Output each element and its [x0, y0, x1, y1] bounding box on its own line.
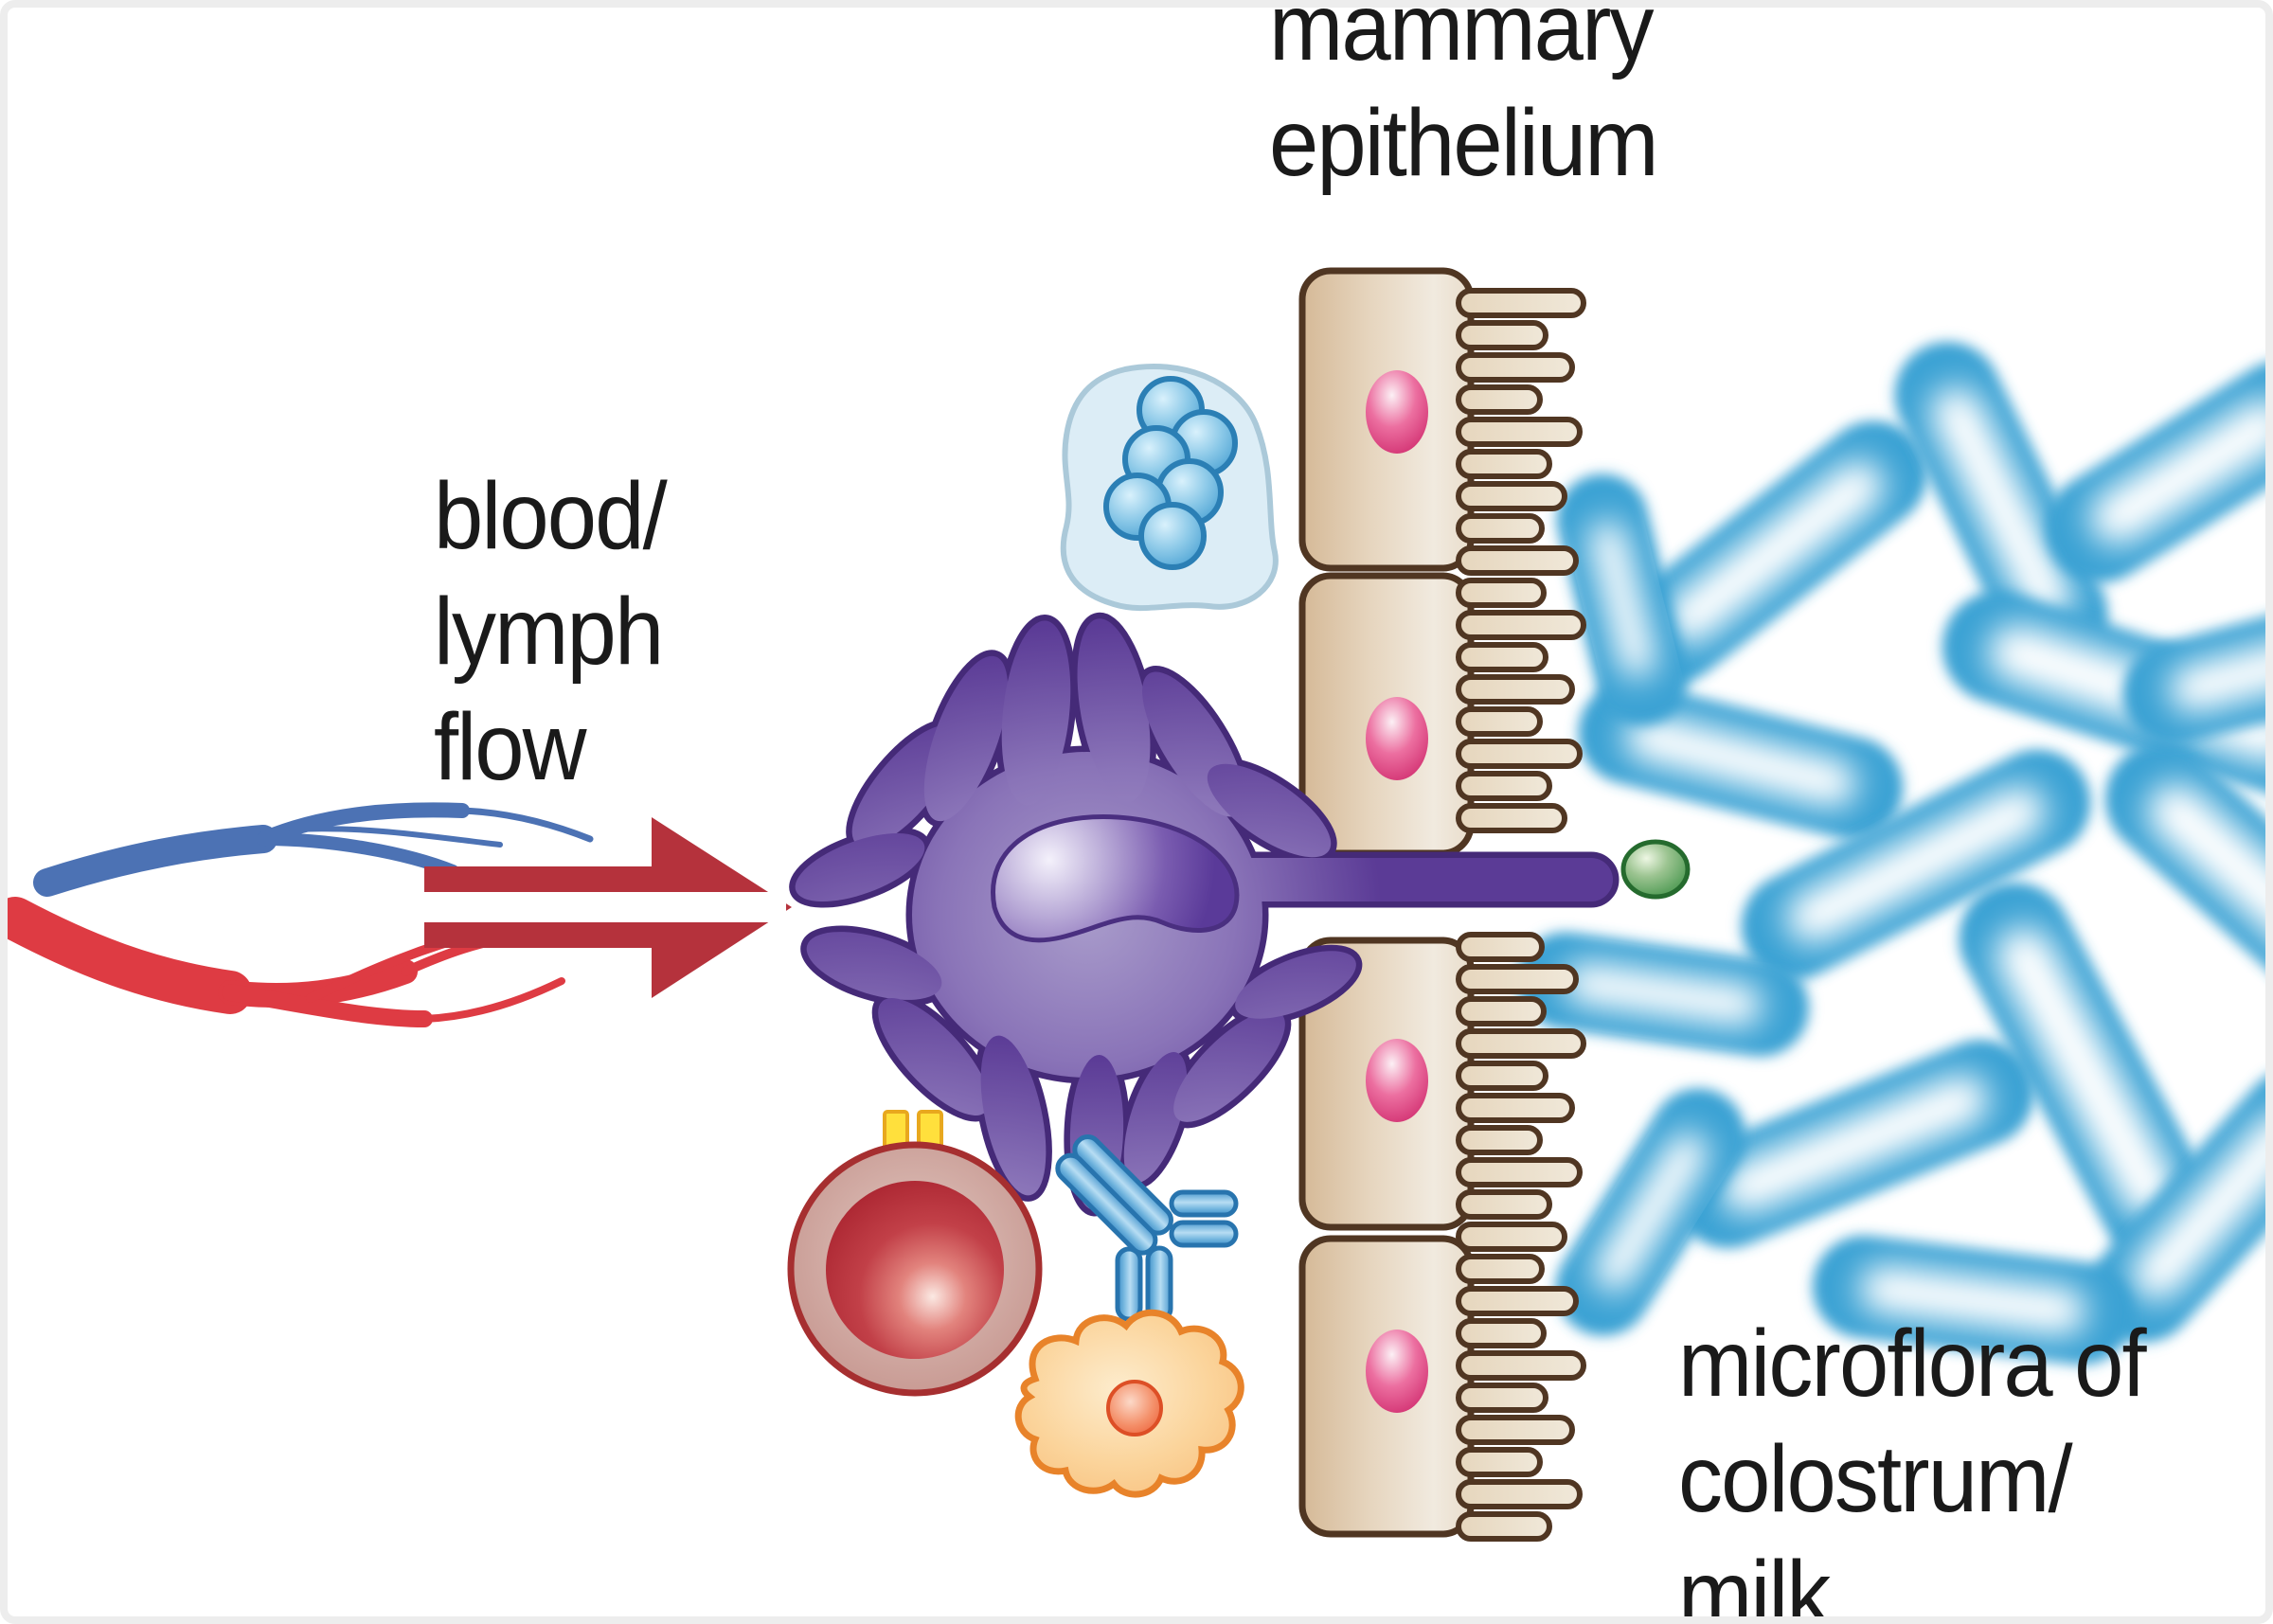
antibody — [1055, 1134, 1239, 1323]
microvillus — [1456, 674, 1575, 705]
dendritic-cell-nucleus — [991, 814, 1240, 943]
microvillus — [1456, 513, 1545, 544]
microvillus — [1456, 771, 1552, 801]
microflora-rod — [1959, 882, 2214, 1264]
blood-vessel-vein — [33, 802, 594, 897]
microflora-rod — [1674, 1040, 2034, 1248]
microvillus — [1456, 642, 1548, 672]
microvillus — [1456, 706, 1543, 737]
microflora-rod — [1620, 420, 1927, 684]
microvillus — [1456, 1383, 1548, 1413]
microvillus — [1456, 1350, 1586, 1381]
diagram-artwork — [8, 267, 2265, 1542]
label-line: lymph — [434, 579, 664, 685]
dendritic-cell — [789, 612, 1620, 1217]
microvillus — [1456, 1254, 1545, 1284]
microflora-rod — [2090, 1068, 2265, 1343]
flow-arrow — [419, 817, 792, 998]
microvillus — [1456, 1286, 1579, 1316]
microvillus — [1456, 1028, 1586, 1059]
microvillus — [1456, 481, 1567, 511]
lymphocyte — [787, 1110, 1043, 1397]
microflora-rod — [1812, 1235, 2134, 1365]
sampled-bacterium — [1620, 839, 1691, 900]
microvillus — [1456, 288, 1586, 318]
cell-nucleus — [1366, 1039, 1428, 1122]
blood-vessel-artery — [8, 897, 565, 1027]
microflora-rod — [2046, 360, 2265, 583]
label-blood-lymph-flow: blood/ lymph flow — [434, 458, 668, 805]
microvilli — [1456, 288, 1586, 1542]
label-line: microflora of — [1678, 1311, 2147, 1417]
microvillus — [1456, 1511, 1552, 1542]
microvillus — [1456, 1447, 1543, 1477]
microvillus — [1456, 1222, 1567, 1252]
macrophage — [1014, 1309, 1244, 1498]
microvillus — [1456, 449, 1552, 479]
cell-nucleus — [1366, 697, 1428, 780]
microvillus — [1456, 417, 1583, 447]
label-line: epithelium — [1269, 90, 1659, 196]
microvillus — [1456, 964, 1579, 994]
label-microflora-colostrum-milk: microflora of colostrum/ milk — [1678, 1306, 2147, 1624]
microvillus — [1456, 739, 1583, 769]
microvillus — [1456, 320, 1548, 350]
lymphocyte-nucleus — [826, 1181, 1004, 1359]
microvillus — [1456, 1061, 1548, 1091]
microvillus — [1456, 352, 1575, 383]
microvillus — [1456, 996, 1547, 1026]
bacteria-vesicle — [1060, 364, 1279, 612]
microflora-rod — [1517, 932, 1809, 1057]
label-line: mammary — [1269, 0, 1654, 80]
cell-nucleus — [1366, 370, 1428, 454]
microflora-rod — [1894, 342, 2108, 668]
label-line: colostrum/ — [1678, 1426, 2073, 1532]
coccus-bacterium — [1138, 502, 1207, 570]
microvillus — [1456, 545, 1579, 576]
microvillus — [1456, 1479, 1583, 1509]
cocci-cluster — [1103, 376, 1238, 570]
microvillus — [1456, 803, 1567, 833]
microflora-rod — [1741, 749, 2091, 980]
microflora-rod — [2122, 596, 2265, 745]
microflora-rod-cluster — [1517, 342, 2265, 1365]
macrophage-nucleus — [1106, 1380, 1163, 1437]
label-line: milk — [1678, 1542, 1831, 1624]
cell-nucleus — [1366, 1330, 1428, 1413]
microvillus — [1456, 1189, 1552, 1220]
microvillus — [1456, 1318, 1547, 1348]
microvillus — [1456, 1157, 1583, 1187]
label-line: blood/ — [434, 463, 668, 569]
microvillus — [1456, 932, 1545, 962]
microvillus — [1456, 610, 1586, 640]
microvillus — [1456, 1415, 1575, 1445]
microvillus — [1456, 1093, 1575, 1123]
microflora-rod — [1555, 1088, 1746, 1336]
microvillus — [1456, 578, 1547, 608]
microflora-rod — [1556, 473, 1689, 725]
mammary-epithelium — [1298, 267, 1475, 1538]
microflora-rod — [2105, 742, 2265, 1053]
microvillus — [1456, 384, 1543, 415]
label-mammary-epithelium: mammary epithelium — [1269, 0, 1659, 201]
microvillus — [1456, 1125, 1543, 1155]
epithelial-nuclei — [1366, 370, 1428, 1413]
label-line: flow — [434, 694, 587, 800]
